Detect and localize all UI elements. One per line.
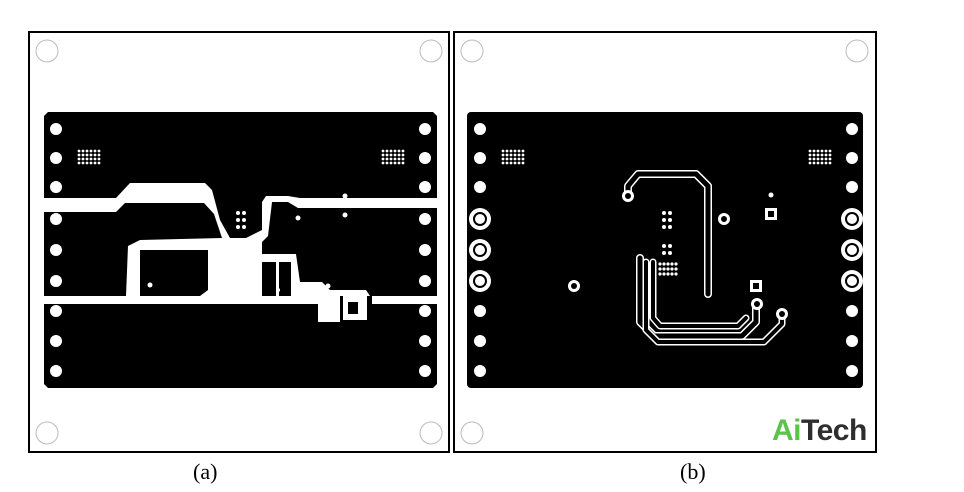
header-pin bbox=[419, 244, 431, 256]
copper-pour-right bbox=[262, 202, 437, 296]
header-pin bbox=[846, 181, 858, 193]
copper-pour-middle bbox=[44, 203, 222, 296]
pad bbox=[279, 262, 291, 296]
pad bbox=[322, 298, 336, 316]
header-pin bbox=[846, 365, 858, 377]
header-pin bbox=[474, 181, 486, 193]
ic-vias bbox=[147, 193, 348, 293]
header-pin bbox=[419, 123, 431, 135]
via-pads bbox=[568, 190, 788, 320]
header-pin bbox=[50, 365, 62, 377]
mounting-hole bbox=[845, 39, 869, 63]
header-pin bbox=[50, 181, 62, 193]
header-pin bbox=[50, 123, 62, 135]
ic-vias bbox=[658, 192, 774, 276]
left-header-pins bbox=[469, 123, 491, 377]
mounting-hole bbox=[460, 39, 484, 63]
header-pin bbox=[419, 275, 431, 287]
copper-pour-center bbox=[140, 250, 208, 296]
mounting-hole bbox=[460, 421, 484, 445]
header-pin bbox=[50, 335, 62, 347]
panel-b-bottom-layer bbox=[453, 31, 877, 453]
via-array bbox=[381, 149, 405, 165]
header-pin bbox=[419, 305, 431, 317]
header-pin bbox=[50, 152, 62, 164]
header-pin bbox=[50, 305, 62, 317]
header-pin bbox=[474, 152, 486, 164]
copper-pour-top bbox=[44, 112, 437, 238]
header-pin bbox=[846, 305, 858, 317]
trace bbox=[644, 260, 784, 344]
pad bbox=[348, 302, 358, 314]
header-pin bbox=[846, 123, 858, 135]
watermark-suffix: Tech bbox=[801, 414, 867, 447]
watermark-prefix: Ai bbox=[772, 414, 802, 447]
copper-pour-bottom bbox=[44, 296, 437, 388]
header-pin bbox=[474, 365, 486, 377]
header-pin bbox=[419, 365, 431, 377]
header-pin bbox=[474, 123, 486, 135]
header-pin bbox=[846, 152, 858, 164]
header-pin bbox=[419, 335, 431, 347]
header-pin bbox=[50, 275, 62, 287]
watermark-logo: AiTech bbox=[772, 414, 867, 448]
panel-a-top-layer bbox=[28, 31, 450, 453]
via-array bbox=[808, 149, 832, 165]
header-pin bbox=[419, 213, 431, 225]
header-pin bbox=[474, 305, 486, 317]
mounting-hole bbox=[419, 421, 443, 445]
mounting-hole bbox=[419, 39, 443, 63]
pad bbox=[262, 262, 276, 296]
header-pin bbox=[419, 181, 431, 193]
trace bbox=[637, 255, 759, 339]
header-pin bbox=[419, 152, 431, 164]
mounting-hole bbox=[35, 421, 59, 445]
via-array bbox=[77, 149, 101, 165]
header-pin bbox=[50, 244, 62, 256]
panel-b-caption: (b) bbox=[680, 459, 706, 484]
copper-ground-plane bbox=[467, 112, 863, 388]
trace bbox=[625, 171, 711, 297]
header-pin bbox=[846, 335, 858, 347]
trace bbox=[651, 260, 748, 328]
mounting-hole bbox=[35, 39, 59, 63]
header-pin bbox=[474, 335, 486, 347]
routed-traces bbox=[624, 170, 786, 346]
header-pin bbox=[50, 213, 62, 225]
via-array bbox=[501, 149, 525, 165]
right-header-pins bbox=[841, 123, 863, 377]
panel-a-caption: (a) bbox=[193, 459, 218, 484]
